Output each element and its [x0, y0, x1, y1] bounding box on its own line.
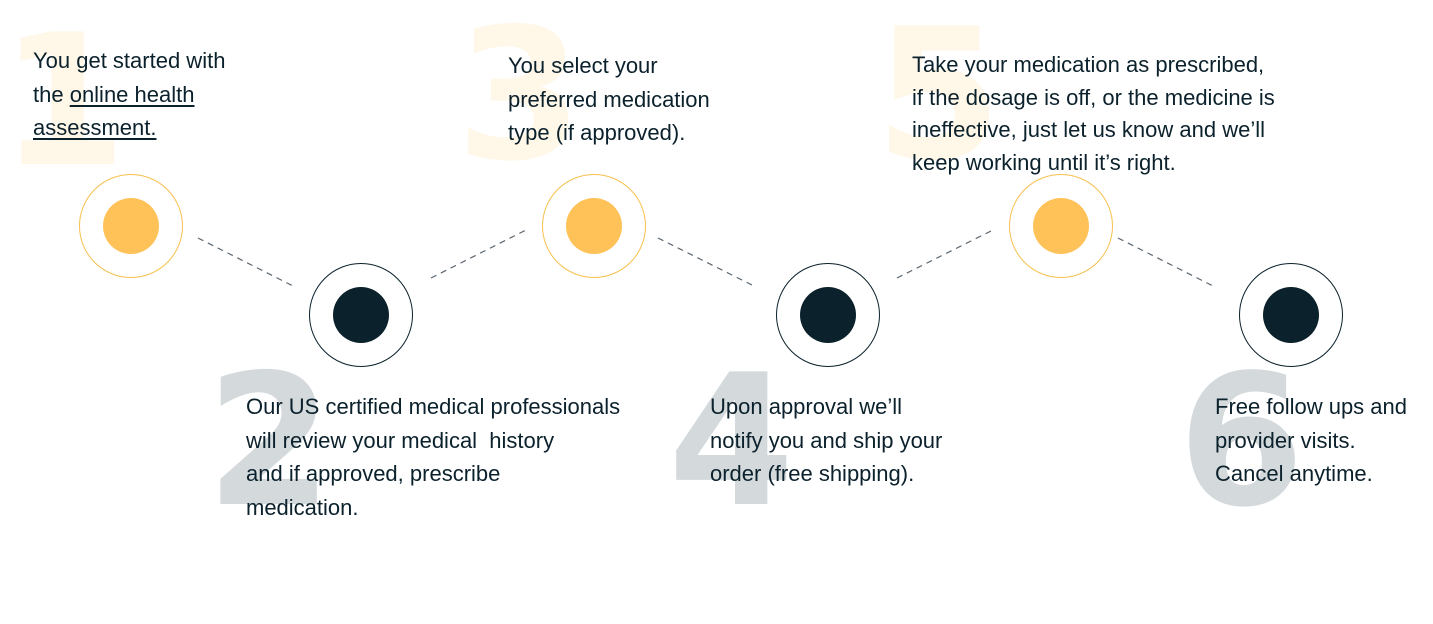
- step-6-line-2: provider visits.: [1215, 427, 1356, 453]
- step-2-line-2: will review your medical history: [246, 427, 555, 453]
- step-4-line-1: Upon approval we’ll: [710, 394, 902, 419]
- step-3-line-2: preferred medication: [508, 86, 710, 112]
- step-4-number: 4: [668, 335, 795, 547]
- step-5-line-1: Take your medication as prescribed,: [912, 52, 1265, 77]
- step-2-line-1: Our US certified medical professionals: [246, 394, 621, 419]
- step-4-node-dot: [800, 287, 856, 343]
- step-5-line-2: if the dosage is off, or the medicine is: [912, 84, 1275, 110]
- connector-3-4: [657, 237, 757, 288]
- step-1-node: [79, 174, 183, 278]
- step-5-node-dot: [1033, 198, 1089, 254]
- step-6-text: Free follow ups and provider visits. Can…: [1215, 390, 1407, 491]
- step-4-line-2: notify you and ship your: [710, 427, 943, 453]
- step-3-node-dot: [566, 198, 622, 254]
- step-2-number: 2: [206, 335, 333, 547]
- connector-1-2: [197, 237, 296, 288]
- step-1-number: 1: [0, 0, 127, 207]
- step-5-line-3: ineffective, just let us know and we’ll: [912, 117, 1265, 142]
- step-6-line-1: Free follow ups and: [1215, 394, 1407, 419]
- step-6-line-3: Cancel anytime.: [1215, 461, 1373, 486]
- step-1-line-2: the online health: [33, 78, 225, 112]
- step-2-node: [309, 263, 413, 367]
- step-3-text: You select your preferred medication typ…: [508, 49, 710, 150]
- step-6-node-dot: [1263, 287, 1319, 343]
- online-health-assessment-link-continued[interactable]: assessment.: [33, 115, 157, 140]
- step-5-line-4: keep working until it’s right.: [912, 149, 1176, 175]
- step-3-line-1: You select your: [508, 53, 658, 78]
- step-5-text: Take your medication as prescribed, if t…: [912, 49, 1275, 179]
- step-5-number: 5: [875, 0, 1002, 201]
- step-1-text: You get started with the online health a…: [33, 44, 225, 145]
- step-2-line-4: medication.: [246, 494, 359, 520]
- online-health-assessment-link[interactable]: online health: [69, 81, 195, 107]
- connector-2-3: [430, 228, 529, 279]
- step-1-node-dot: [103, 198, 159, 254]
- step-3-node: [542, 174, 646, 278]
- step-1-line-2-prefix: the: [33, 81, 70, 107]
- step-4-line-3: order (free shipping).: [710, 461, 915, 486]
- step-1-line-3: assessment.: [33, 111, 225, 145]
- step-2-line-3: and if approved, prescribe: [246, 461, 501, 486]
- step-3-line-3: type (if approved).: [508, 120, 686, 145]
- connector-5-6: [1117, 237, 1216, 288]
- step-4-text: Upon approval we’ll notify you and ship …: [710, 390, 942, 491]
- step-6-number: 6: [1178, 335, 1305, 547]
- step-3-number: 3: [456, 0, 583, 201]
- step-2-node-dot: [333, 287, 389, 343]
- step-2-text: Our US certified medical professionals w…: [246, 390, 620, 524]
- step-4-node: [776, 263, 880, 367]
- step-6-node: [1239, 263, 1343, 367]
- connector-4-5: [896, 228, 996, 279]
- step-1-line-1: You get started with: [33, 48, 226, 73]
- step-5-node: [1009, 174, 1113, 278]
